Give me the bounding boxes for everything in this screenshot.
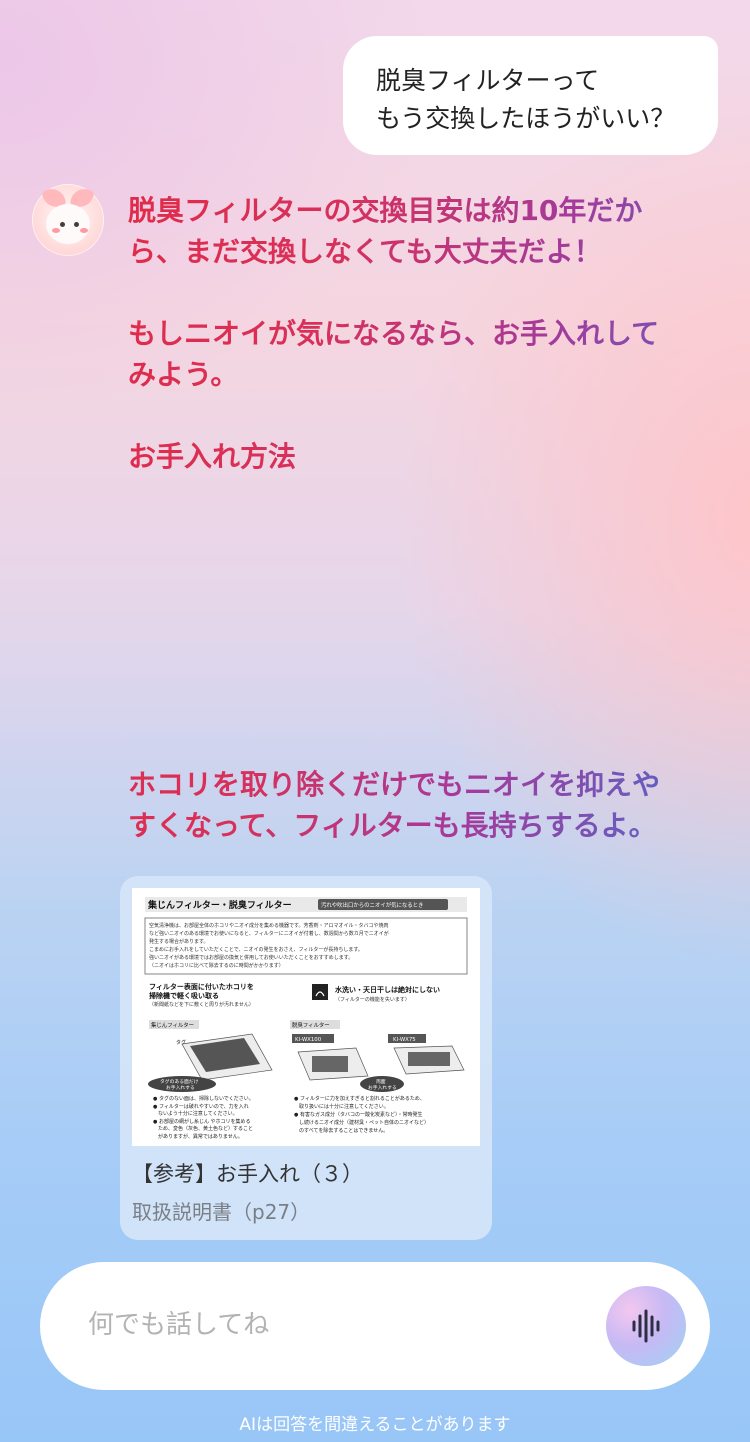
steps-list: 1. 後ろパネルを外して、脱臭フィルターを 取り出す。 2. フィルターに付いた… <box>128 477 728 723</box>
step-text-line: フィルターに付いたホコリを掃除機で <box>174 563 650 596</box>
thumb-intro-line: 強いニオイがある環境ではお部屋の換気と併用してお使いいただくことをおすすめします… <box>149 954 353 961</box>
thumb-intro-line: （ニオイはホコリに比べて除去するのに時間がかかります） <box>149 962 284 969</box>
thumb-right-bullet: ● フィルターに力を加えすぎると割れることがあるため、 <box>294 1095 425 1102</box>
assistant-text-line: 脱臭フィルターの交換目安は約10年だか <box>128 194 643 227</box>
thumb-left-bullet: がありますが、異常ではありません。 <box>153 1133 243 1140</box>
method-heading: お手入れ方法 <box>128 440 297 473</box>
thumb-left-heading: フィルター表面に付いたホコリを <box>149 982 254 991</box>
step-text-line: 元の位置に戻して、後ろパネルを取り付 <box>174 645 676 678</box>
assistant-text-line: すくなって、フィルターも長持ちするよ。 <box>128 809 657 842</box>
thumb-callout-left: お手入れする <box>166 1084 195 1091</box>
ai-disclaimer: AIは回答を間違えることがあります <box>239 1415 511 1435</box>
reference-title: 【参考】お手入れ（３） <box>132 1162 363 1186</box>
assistant-text-line: ホコリを取り除くだけでもニオイを抑えや <box>128 768 661 801</box>
thumb-left-heading: 掃除機で軽く吸い取る <box>149 991 219 1000</box>
thumb-intro-line: など強いニオイのある環境でお使いになると、フィルターにニオイが付着し、数週間から… <box>149 930 389 937</box>
avatar-cheek-left <box>52 228 60 233</box>
user-message-line: もう交換したほうがいい？ <box>376 104 676 133</box>
thumb-callout-right: お手入れする <box>368 1084 397 1091</box>
step-number: 1. <box>138 481 169 514</box>
thumb-left-note: （新聞紙などを下に敷くと周りが汚れません） <box>149 1001 254 1008</box>
thumb-left-bullet: ため、変色（灰色、黄土色など）すること <box>153 1125 253 1132</box>
thumb-left-bullet: ● タグのない面は、掃除しないでください。 <box>153 1095 254 1102</box>
thumb-right-bullet: し続けるニオイ成分（建材臭・ペット自体のニオイなど） <box>294 1119 429 1126</box>
thumb-callout-right: 両面 <box>376 1079 386 1085</box>
avatar-eye-right <box>74 222 79 227</box>
thumb-heading: 集じんフィルター・脱臭フィルター <box>147 899 292 911</box>
step-number: 3. <box>138 645 169 678</box>
step-text-line: けたら完了！ <box>174 686 343 719</box>
thumb-right-heading: 水洗い・天日干しは絶対にしない <box>335 985 440 994</box>
reference-source: 取扱説明書（p27） <box>132 1200 311 1224</box>
thumb-intro-line: 空気清浄機は、お部屋全体のホコリやニオイ成分を集める機器です。芳香剤・アロマオイ… <box>149 922 389 929</box>
thumb-left-bullet: ないよう十分に注意してください。 <box>153 1110 238 1117</box>
user-message-bubble: 脱臭フィルターって もう交換したほうがいい？ <box>343 36 718 155</box>
step-item: 2. フィルターに付いたホコリを掃除機で やさしく吸い取る。 <box>128 559 728 641</box>
thumb-model-b: KI-WX75 <box>393 1037 416 1043</box>
voice-input-button[interactable] <box>606 1286 686 1366</box>
avatar-face <box>46 204 90 244</box>
avatar-eye-left <box>60 222 65 227</box>
message-composer <box>40 1262 710 1390</box>
assistant-avatar <box>32 184 104 256</box>
assistant-text-line: ら、まだ交換しなくても大丈夫だよ！ <box>128 235 602 268</box>
step-text-line: 後ろパネルを外して、脱臭フィルターを <box>174 481 676 514</box>
thumb-right-bullet: ● 有害なガス成分（タバコの一酸化炭素など）・常時発生 <box>294 1111 422 1118</box>
thumb-left-bullet: ● フィルターは破れやすいので、力を入れ <box>153 1103 249 1110</box>
reference-card[interactable]: 集じんフィルター・脱臭フィルター 汚れや吹出口からのニオイが気になるとき 空気清… <box>120 876 492 1240</box>
message-input[interactable] <box>88 1292 588 1358</box>
assistant-text-line: もしニオイが気になるなら、お手入れして <box>128 317 660 350</box>
user-message-line: 脱臭フィルターって <box>376 66 600 95</box>
avatar-cheek-right <box>80 228 88 233</box>
thumb-left-bullet: ● お部屋の網がし糸じん やホコリを集める <box>153 1118 251 1125</box>
step-item: 1. 後ろパネルを外して、脱臭フィルターを 取り出す。 <box>128 477 728 559</box>
thumb-tag-label: タグ <box>176 1039 186 1046</box>
waveform-icon <box>632 1309 660 1343</box>
thumb-tag: 汚れや吹出口からのニオイが気になるとき <box>321 901 423 909</box>
thumb-right-bullet: 取り扱いには十分に注意してください。 <box>294 1103 389 1110</box>
step-item: 3. 元の位置に戻して、後ろパネルを取り付 けたら完了！ <box>128 641 728 723</box>
thumb-callout-left: タグのある面だけ <box>160 1078 199 1085</box>
thumb-dust-filter-label: 集じんフィルター <box>151 1021 194 1029</box>
thumb-model-a: KI-WX100 <box>295 1037 322 1043</box>
thumb-right-note: （フィルターの機能を失います） <box>335 996 410 1003</box>
manual-page-illustration: 集じんフィルター・脱臭フィルター 汚れや吹出口からのニオイが気になるとき 空気清… <box>144 897 468 1140</box>
assistant-message: 脱臭フィルターの交換目安は約10年だか ら、まだ交換しなくても大丈夫だよ！ もし… <box>128 190 728 846</box>
step-number: 2. <box>138 563 169 596</box>
thumb-intro-line: こまめにお手入れをしていただくことで、ニオイの発生をおさえ、フィルターが長持ちし… <box>149 946 363 953</box>
step-text-line: やさしく吸い取る。 <box>174 604 427 637</box>
thumb-deodorizing-filter-label: 脱臭フィルター <box>292 1021 330 1029</box>
thumb-intro-line: 発生する場合があります。 <box>149 938 209 945</box>
thumb-right-bullet: のすべてを除去することはできません。 <box>294 1127 388 1134</box>
assistant-text-line: みよう。 <box>128 358 239 391</box>
manual-page-thumbnail: 集じんフィルター・脱臭フィルター 汚れや吹出口からのニオイが気になるとき 空気清… <box>132 888 480 1146</box>
step-text-line: 取り出す。 <box>174 522 312 555</box>
